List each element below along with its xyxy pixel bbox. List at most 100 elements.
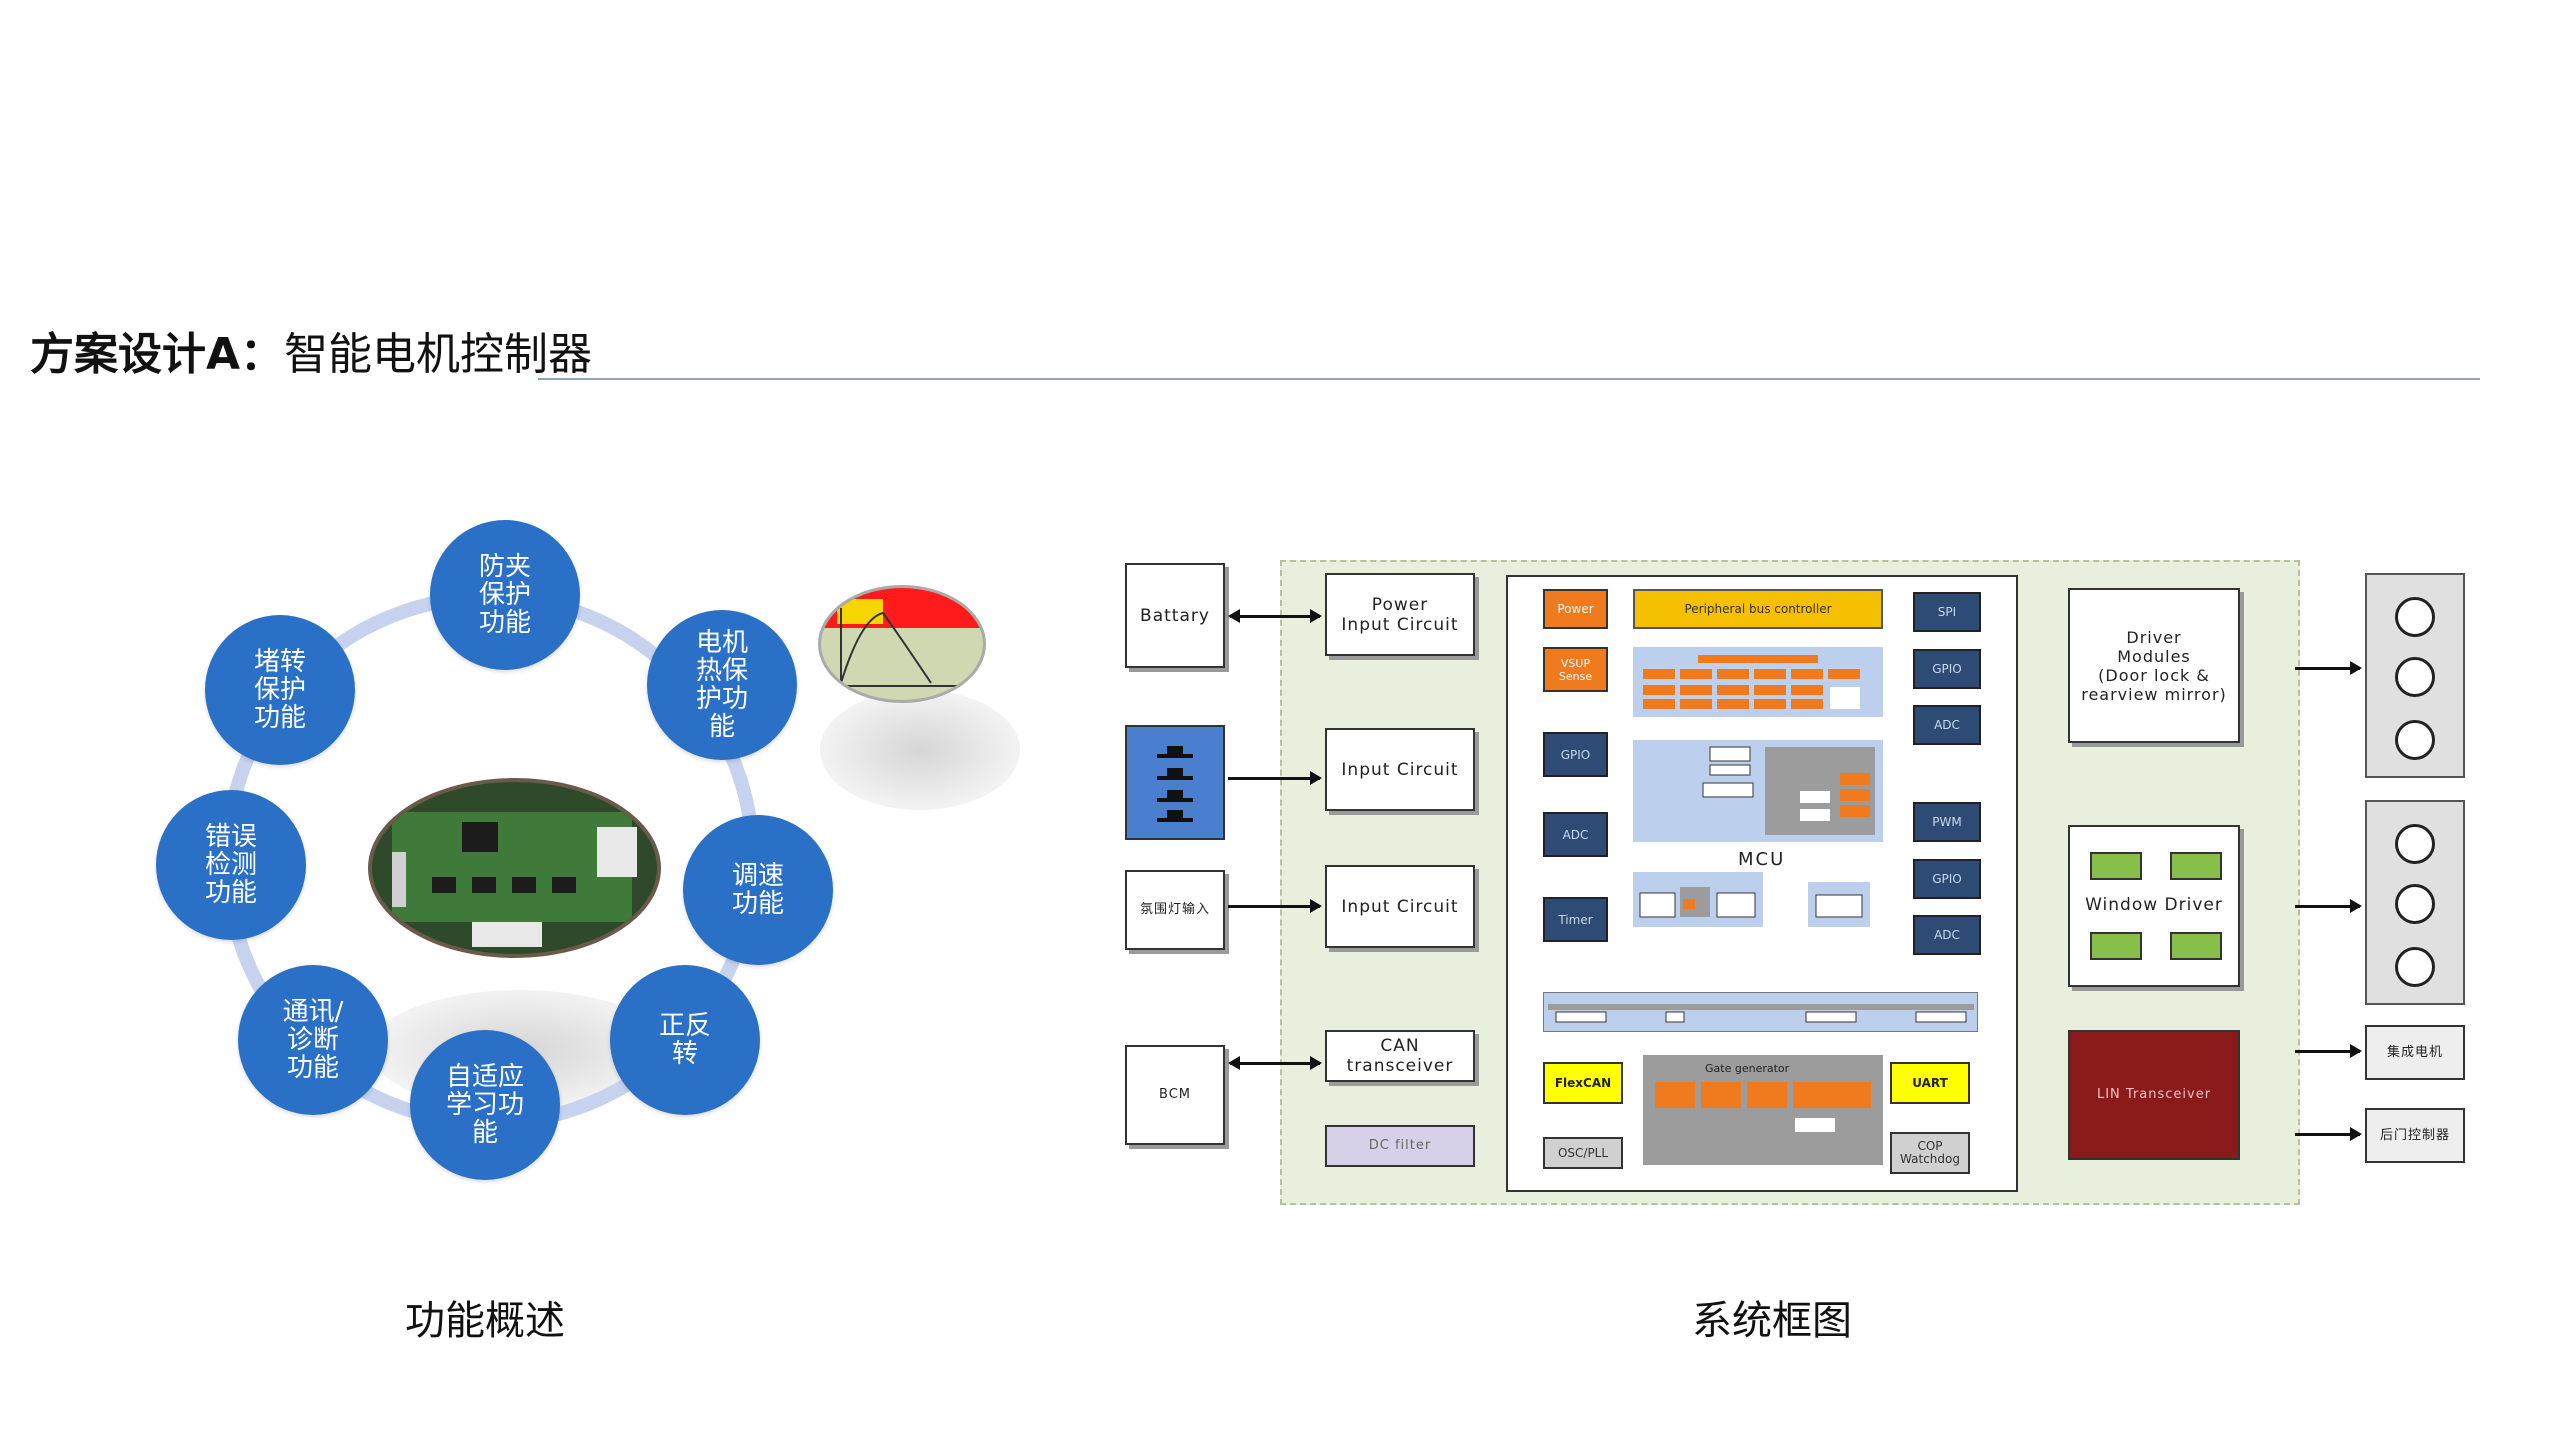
feature-motor-thermal: 电机 热保 护功 能 [647,610,797,760]
peripheral-grid-icon [1643,655,1860,709]
can-transceiver-label: CAN transceiver [1346,1036,1454,1076]
switch-icon [1157,745,1193,822]
motor-gauge-icon [2395,720,2435,760]
gauge-panel-1 [2365,573,2465,778]
memory-icon [1639,886,1756,917]
adc-right-1-block: ADC [1913,705,1981,745]
feature-error-detection: 错误 检测 功能 [156,790,306,940]
battary-arrow [1228,609,1322,623]
debug-icon [1815,894,1863,917]
gpio-right-2-label: GPIO [1932,872,1962,886]
bcm-box: BCM [1125,1045,1225,1145]
peripheral-grid [1633,647,1883,717]
input-circuit-1-label: Input Circuit [1341,759,1459,780]
h-bridge-3 [2090,932,2142,960]
motor-gauge-icon [2395,657,2435,697]
power-block-label: Power [1557,602,1594,616]
rear-door-controller-box: 后门控制器 [2365,1108,2465,1163]
feature-stall-protection-label: 堵转 保护 功能 [253,647,306,733]
vsup-sense-block: VSUP Sense [1543,647,1608,692]
flexcan-label: FlexCAN [1554,1076,1612,1090]
motor-gauge-icon [2395,824,2435,864]
system-bus-icon [1547,1004,1974,1023]
h-bridge-4 [2170,932,2222,960]
input-circuit-2-label: Input Circuit [1341,896,1459,917]
spi-label: SPI [1937,605,1957,619]
motor-gauge-icon [2395,597,2435,637]
caption-feature-overview: 功能概述 [405,1298,565,1344]
rear-door-controller-label: 后门控制器 [2379,1127,2450,1143]
system-bus [1543,992,1978,1032]
feature-comm-diagnosis: 通讯/ 诊断 功能 [238,965,388,1115]
lamp-input-box: 氛围灯输入 [1125,870,1225,950]
spi-block: SPI [1913,592,1981,632]
lamp-arrow [1228,899,1322,913]
gate-generator-icon: Gate generator [1655,1062,1871,1132]
feature-speed-control-label: 调速 功能 [731,861,784,919]
feature-adaptive-learning-label: 自适应 学习功 能 [445,1062,524,1148]
motor-arrow [2295,1044,2362,1058]
pcb-image [368,778,661,958]
timer-block: Timer [1543,897,1608,942]
feature-adaptive-learning: 自适应 学习功 能 [410,1030,560,1180]
curve-thumbnail [818,585,986,703]
timer-label: Timer [1558,912,1593,927]
osc-pll-block: OSC/PLL [1543,1137,1623,1169]
integrated-motor-label: 集成电机 [2386,1044,2443,1060]
adc-left-label: ADC [1562,827,1589,842]
feature-ring: 防夹 保护 功能 电机 热保 护功 能 调速 功能 正反 转 自适应 学习功 能… [150,520,850,1220]
rear-door-arrow [2295,1127,2362,1141]
system-diagram: Battary 氛围灯输入 BCM Power Input Circuit In… [1120,560,2495,1210]
caption-system-diagram: 系统框图 [1692,1298,1852,1344]
title-divider [538,378,2480,380]
h-bridge-2 [2170,852,2222,880]
feature-reverse-label: 正反 转 [658,1011,711,1069]
pwm-label: PWM [1932,815,1962,829]
pwm-block: PWM [1913,802,1981,842]
lin-transceiver-label: LIN Transceiver [2096,1087,2212,1102]
cpu-core-icon [1702,746,1875,835]
gpio-right-2-block: GPIO [1913,859,1981,899]
peripheral-bus-block: Peripheral bus controller [1633,589,1883,629]
mcu-block: Power Peripheral bus controller VSUP Sen… [1506,575,2018,1192]
adc-right-2-block: ADC [1913,915,1981,955]
power-block: Power [1543,589,1608,629]
dc-filter: DC filter [1325,1125,1475,1167]
uart-label: UART [1912,1076,1948,1090]
debug-area [1808,882,1870,927]
input-circuit-2: Input Circuit [1325,865,1475,948]
memory-area [1633,872,1763,927]
gate-generator-block: Gate generator [1643,1055,1883,1165]
switch-arrow [1228,771,1322,785]
feature-comm-diagnosis-label: 通讯/ 诊断 功能 [282,997,344,1083]
driver-modules-label: Driver Modules (Door lock & rearview mir… [2081,627,2227,704]
gpio-left-block: GPIO [1543,732,1608,777]
motor-gauge-icon [2395,947,2435,987]
input-circuit-1: Input Circuit [1325,728,1475,811]
flexcan-block: FlexCAN [1543,1062,1623,1104]
window-driver-box: Window Driver [2068,825,2240,987]
power-input-circuit-label: Power Input Circuit [1341,594,1459,635]
lin-transceiver-box: LIN Transceiver [2068,1030,2240,1160]
adc-right-1-label: ADC [1934,718,1960,732]
feature-reverse: 正反 转 [610,965,760,1115]
mcu-label: MCU [1738,849,1786,870]
window-arrow [2295,899,2362,913]
slide-title-bold: 方案设计A： [30,329,285,380]
cop-watchdog-block: COP Watchdog [1890,1132,1970,1174]
osc-pll-label: OSC/PLL [1557,1146,1609,1160]
adc-right-2-label: ADC [1934,928,1960,942]
can-transceiver: CAN transceiver [1325,1030,1475,1082]
uart-block: UART [1890,1062,1970,1104]
gate-generator-label: Gate generator [1705,1062,1790,1075]
feature-error-detection-label: 错误 检测 功能 [204,822,257,908]
feature-anti-pinch-label: 防夹 保护 功能 [478,552,531,638]
curve-line-icon [840,608,961,687]
slide-title: 方案设计A：智能电机控制器 [30,318,592,382]
driver-modules-box: Driver Modules (Door lock & rearview mir… [2068,588,2240,743]
power-input-circuit: Power Input Circuit [1325,573,1475,656]
bcm-arrow [1228,1056,1322,1070]
feature-anti-pinch: 防夹 保护 功能 [430,520,580,670]
window-driver-label: Window Driver [2085,895,2223,915]
gauge-panel-2 [2365,800,2465,1005]
